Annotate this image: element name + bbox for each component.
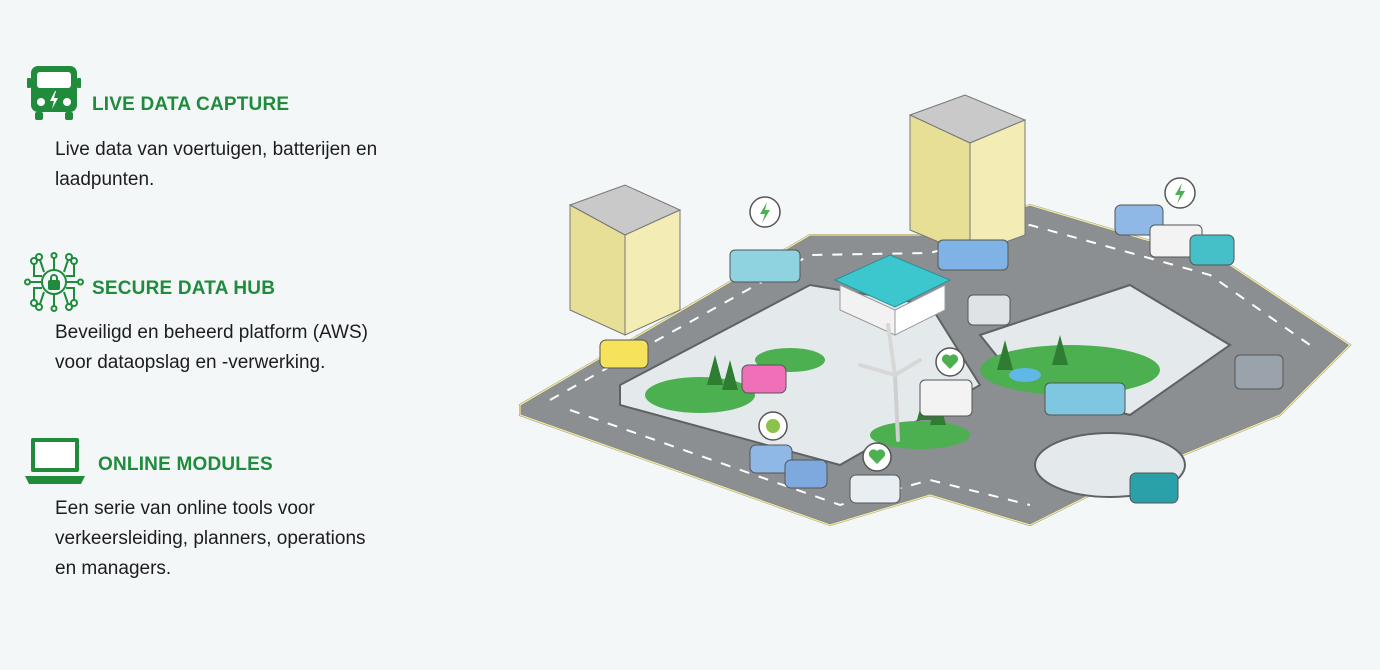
heart-badge [935, 347, 965, 377]
green-areas [645, 345, 1160, 449]
hub-building [833, 254, 952, 336]
car [741, 364, 787, 394]
car [1189, 234, 1235, 266]
description-line: Een serie van online tools voor [55, 498, 315, 519]
smart-city-illustration [510, 85, 1360, 540]
description-line: laadpunten. [55, 169, 155, 190]
car [1129, 472, 1179, 504]
car [599, 339, 649, 369]
feature-description: Live data van voertuigen, batterijen en … [55, 135, 455, 195]
eco-badge [758, 411, 788, 441]
vehicles [599, 204, 1284, 504]
feature-online-modules: ONLINE MODULES Een serie van online tool… [0, 432, 480, 592]
description-line: Live data van voertuigen, batterijen en [55, 139, 378, 160]
car [749, 444, 793, 474]
feature-title: LIVE DATA CAPTURE [92, 94, 290, 115]
feature-title: SECURE DATA HUB [92, 278, 276, 299]
van [967, 294, 1011, 326]
van [1234, 354, 1284, 390]
description-line: Beveiligd en beheerd platform (AWS) [55, 322, 368, 343]
building-left [568, 184, 682, 336]
description-line: voor dataopslag en -verwerking. [55, 352, 326, 373]
feature-description: Een serie van online tools voor verkeers… [55, 494, 455, 584]
wind-turbine [858, 323, 922, 442]
description-line: en managers. [55, 558, 172, 579]
bus [937, 239, 1009, 271]
laptop-icon [25, 436, 85, 491]
bus [729, 249, 801, 283]
charging-badge [749, 196, 781, 228]
secure-lock-network-icon [24, 252, 84, 317]
feature-live-data-capture: LIVE DATA CAPTURE Live data van voertuig… [0, 60, 480, 210]
status-badges [749, 177, 1196, 472]
feature-description: Beveiligd en beheerd platform (AWS) voor… [55, 318, 455, 378]
feature-title: ONLINE MODULES [98, 454, 273, 475]
bus [1044, 382, 1126, 416]
charging-badge [1164, 177, 1196, 209]
heart-badge [862, 442, 892, 472]
car [784, 459, 828, 489]
description-line: verkeersleiding, planners, operations [55, 528, 366, 549]
feature-secure-data-hub: SECURE DATA HUB Beveiligd en beheerd pla… [0, 248, 480, 398]
building-right [908, 94, 1027, 256]
bus-charging-icon [27, 64, 81, 127]
road-network [519, 203, 1352, 527]
car [849, 474, 901, 504]
van [919, 379, 973, 417]
